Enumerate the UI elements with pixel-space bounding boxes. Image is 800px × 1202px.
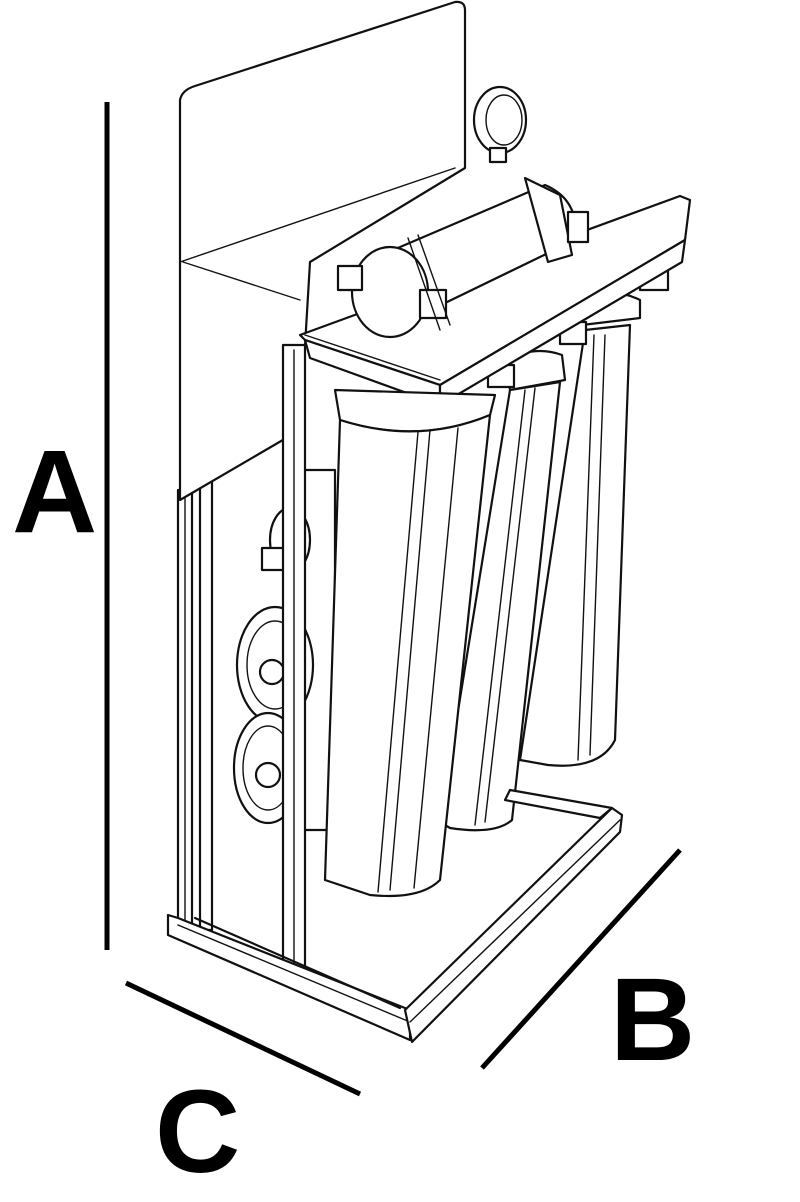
- dimension-label-b: B: [610, 954, 695, 1086]
- back-panel: [178, 0, 467, 502]
- front-frame: [166, 343, 624, 1044]
- dimension-label-a: A: [12, 426, 97, 558]
- filter-housing-3: [518, 266, 670, 767]
- dimension-line-c: [124, 980, 362, 1097]
- inline-filter: [336, 176, 590, 339]
- filter-housing-1: [323, 388, 497, 898]
- filter-housing-2: [438, 320, 588, 832]
- pressure-gauge: [472, 85, 528, 164]
- rear-frame: [176, 478, 214, 932]
- top-shelf: [298, 194, 692, 407]
- dimension-line-b: [480, 848, 682, 1070]
- dimension-label-c: C: [155, 1066, 240, 1198]
